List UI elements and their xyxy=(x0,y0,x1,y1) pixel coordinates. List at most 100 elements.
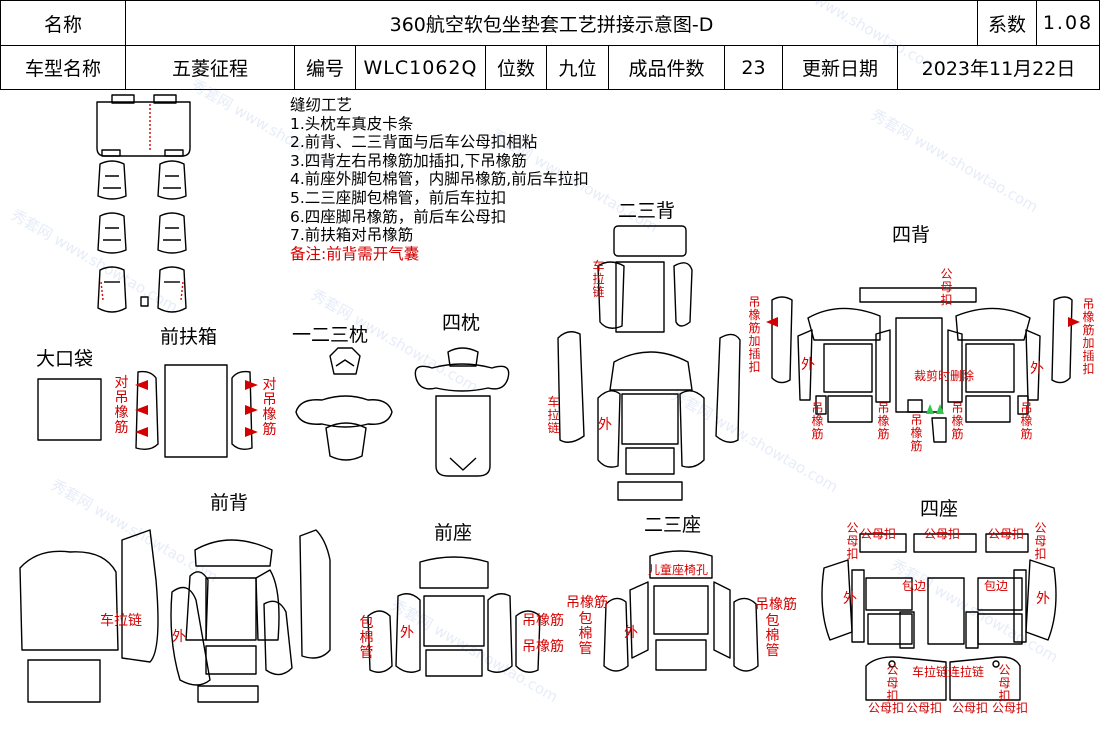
seat4-edge-right: 包边 xyxy=(984,579,1009,593)
seat4-edge-left: 包边 xyxy=(902,579,927,593)
seat4-zip-connect: 车拉链连拉链 xyxy=(912,665,985,679)
overview-rear-bench xyxy=(96,94,191,157)
model-value-cell: 五菱征程 xyxy=(125,45,295,90)
back4-bungee-3: 吊橡筋 xyxy=(910,413,923,453)
frontback-outer: 外 xyxy=(172,629,186,645)
back4-outer-right: 外 xyxy=(1030,361,1044,377)
count-value: 23 xyxy=(741,56,766,79)
front-armrest-pieces xyxy=(135,364,253,458)
frontseat-outer: 外 xyxy=(400,625,414,641)
count-label-cell: 成品件数 xyxy=(608,45,725,90)
seat23-foam-tube-left: 包棉管 xyxy=(578,611,593,657)
seat4-outer-left: 外 xyxy=(843,591,857,607)
section-label-back-23: 二三背 xyxy=(618,200,676,222)
count-label: 成品件数 xyxy=(628,58,705,80)
seat4-snap-left: 公母扣 xyxy=(846,521,859,561)
date-value-cell: 2023年11月22日 xyxy=(897,45,1100,90)
seat-4-pieces xyxy=(821,533,1057,701)
seats-label: 位数 xyxy=(496,58,535,80)
seats-value: 九位 xyxy=(558,58,597,80)
name-label-cell: 名称 xyxy=(0,0,126,46)
frontseat-bungee-1: 吊橡筋 xyxy=(522,613,564,629)
seat23-foam-tube-right: 包棉管 xyxy=(765,613,780,659)
date-value: 2023年11月22日 xyxy=(921,58,1076,80)
bungee-arrows xyxy=(135,317,1080,437)
back-4-pieces xyxy=(771,287,1073,443)
coef-label-cell: 系数 xyxy=(977,0,1037,46)
seat4-snap-top-3: 公母扣 xyxy=(988,527,1025,541)
note-item: 1.头枕车真皮卡条 xyxy=(290,114,414,133)
headrest-123-pieces xyxy=(295,347,393,461)
date-label: 更新日期 xyxy=(801,58,878,80)
section-label-big-pocket: 大口袋 xyxy=(36,348,94,370)
back4-bungee-5: 吊橡筋 xyxy=(1020,401,1033,441)
model-value: 五菱征程 xyxy=(171,58,248,80)
note-item: 4.前座外脚包棉管，内脚吊橡筋,前后车拉扣 xyxy=(290,170,589,189)
seat4-snap-top-1: 公母扣 xyxy=(860,527,897,541)
back-23-pieces xyxy=(557,225,741,501)
seat4-snap-lower-left: 公母扣 xyxy=(886,663,899,703)
back23-zip-top: 车拉链 xyxy=(592,259,605,299)
armrest-bungee-right: 对吊橡筋 xyxy=(262,377,277,438)
seat23-child-seat-hole: 儿童座椅孔 xyxy=(648,563,709,577)
trim-markers xyxy=(926,404,944,414)
count-value-cell: 23 xyxy=(724,45,783,90)
section-label-seat-front: 前座 xyxy=(434,522,473,544)
seat4-snap-bottom-4: 公母扣 xyxy=(992,701,1029,715)
seat4-snap-lower-right: 公母扣 xyxy=(998,663,1011,703)
section-label-front-armrest: 前扶箱 xyxy=(160,326,218,348)
sewing-notes: 缝纫工艺 1.头枕车真皮卡条 2.前背、二三背面与后车公母扣相粘 3.四背左右吊… xyxy=(290,96,589,263)
coef-label: 系数 xyxy=(987,13,1026,36)
seat-front-pieces xyxy=(367,556,541,677)
date-label-cell: 更新日期 xyxy=(782,45,898,90)
code-value: WLC1062Q xyxy=(363,56,478,79)
note-item: 6.四座脚吊橡筋，前后车公母扣 xyxy=(290,207,507,226)
back4-trim-remove: 裁剪时删除 xyxy=(914,369,975,383)
back4-bungee-1: 吊橡筋 xyxy=(811,401,824,441)
drawing-title: 360航空软包坐垫套工艺拼接示意图-D xyxy=(389,13,714,36)
back4-bungee-4: 吊橡筋 xyxy=(951,401,964,441)
headrest-4-pieces xyxy=(414,347,510,477)
big-pocket-piece xyxy=(37,378,102,441)
back4-outer-left: 外 xyxy=(801,357,815,373)
seat4-snap-bottom-3: 公母扣 xyxy=(952,701,989,715)
back4-bungee-buckle-left: 吊橡筋加插扣 xyxy=(748,295,761,374)
code-value-cell: WLC1062Q xyxy=(355,45,486,90)
back23-zip-side: 车拉链 xyxy=(547,395,560,435)
back4-snap-top: 公母扣 xyxy=(940,267,953,307)
seat23-bungee-1: 吊橡筋 xyxy=(566,595,608,611)
seat23-bungee-2: 吊橡筋 xyxy=(755,597,797,613)
section-label-seat-23: 二三座 xyxy=(644,514,702,536)
overview-seats xyxy=(97,160,187,313)
note-item: 3.四背左右吊橡筋加插扣,下吊橡筋 xyxy=(290,151,527,170)
note-item: 7.前扶箱对吊橡筋 xyxy=(290,226,414,245)
section-label-seat-4: 四座 xyxy=(920,498,959,520)
seat4-snap-bottom-2: 公母扣 xyxy=(906,701,943,715)
code-label-cell: 编号 xyxy=(294,45,356,90)
section-label-back-front: 前背 xyxy=(210,492,249,514)
seats-label-cell: 位数 xyxy=(485,45,547,90)
frontseat-bungee-2: 吊橡筋 xyxy=(522,639,564,655)
model-label-cell: 车型名称 xyxy=(0,45,126,90)
back4-bungee-2: 吊橡筋 xyxy=(877,401,890,441)
seat23-outer: 外 xyxy=(624,625,638,641)
seat-23-pieces xyxy=(603,550,759,672)
seat4-outer-right: 外 xyxy=(1036,591,1050,607)
coef-value: 1.08 xyxy=(1042,12,1094,34)
note-item: 5.二三座脚包棉管，前后车拉扣 xyxy=(290,188,507,207)
section-label-headrest-123: 一二三枕 xyxy=(292,324,369,346)
note-item: 2.前背、二三背面与后车公母扣相粘 xyxy=(290,133,538,152)
code-label: 编号 xyxy=(305,58,344,80)
frontseat-foam-tube: 包棉管 xyxy=(359,615,374,661)
section-label-headrest-4: 四枕 xyxy=(442,312,481,334)
section-label-back-4: 四背 xyxy=(892,224,931,246)
seats-value-cell: 九位 xyxy=(546,45,609,90)
frontback-zip: 车拉链 xyxy=(100,613,142,629)
name-label: 名称 xyxy=(43,13,82,36)
seat4-snap-bottom-1: 公母扣 xyxy=(868,701,905,715)
model-label: 车型名称 xyxy=(24,58,101,80)
seat4-snap-top-2: 公母扣 xyxy=(924,527,961,541)
back23-outer: 外 xyxy=(598,417,612,433)
